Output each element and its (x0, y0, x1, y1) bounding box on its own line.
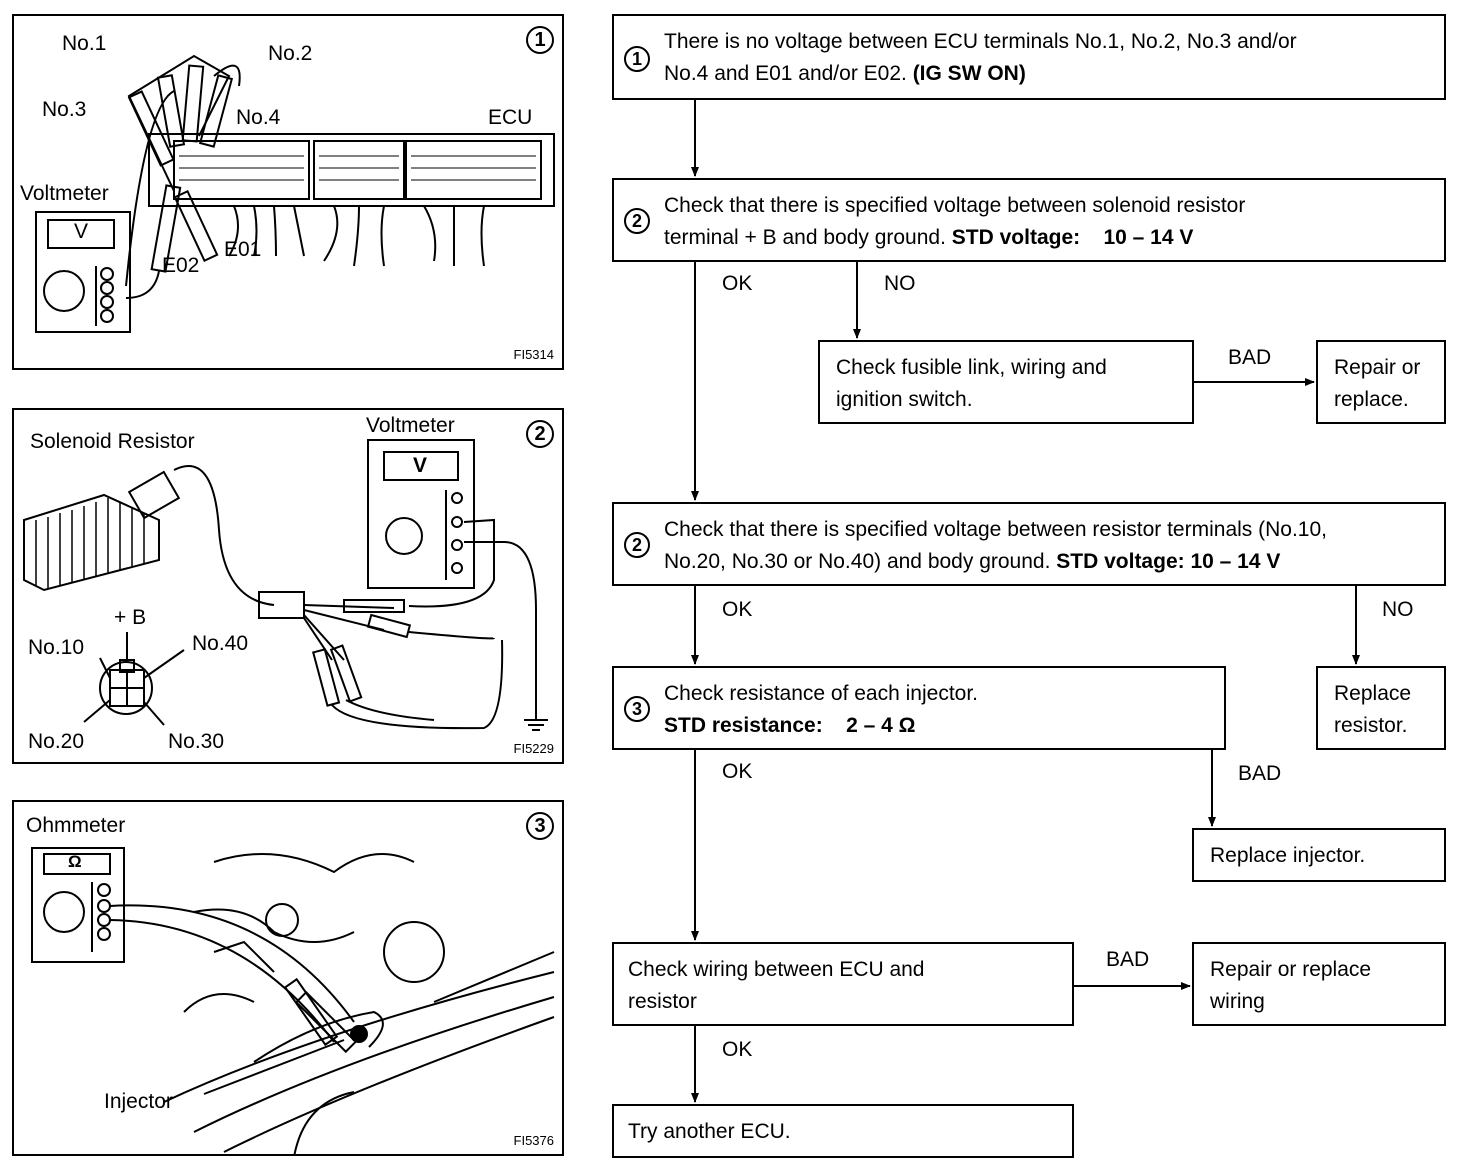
step-2a-text2: terminal + B and body ground. (664, 226, 946, 249)
check-wiring-line1: Check wiring between ECU and (628, 958, 925, 981)
flow-check-wiring: Check wiring between ECU and resistor (612, 942, 1074, 1026)
step-2b-line1: Check that there is specified voltage be… (664, 518, 1327, 541)
label-no3: No.3 (42, 98, 87, 121)
panel-injector-resistance: 3 Ohmmeter Ω Injector FI5376 (12, 800, 564, 1156)
ecu-illustration (35, 54, 555, 333)
flow-replace-resistor: Replace resistor. (1316, 666, 1446, 750)
label-no30: No.30 (168, 730, 225, 753)
step-3-line1: Check resistance of each injector. (664, 682, 978, 705)
label-ok-4: OK (722, 1038, 753, 1061)
step-number-badge: 1 (624, 46, 650, 72)
fusible-line1: Check fusible link, wiring and (836, 356, 1107, 379)
label-no20: No.20 (28, 730, 85, 753)
try-ecu-line1: Try another ECU. (628, 1120, 791, 1143)
label-voltmeter: Voltmeter (366, 414, 455, 437)
label-no-1: NO (884, 272, 916, 295)
label-injector: Injector (104, 1090, 173, 1113)
replace-injector-line1: Replace injector. (1210, 844, 1366, 867)
label-no-2: NO (1382, 598, 1414, 621)
label-no40: No.40 (192, 632, 249, 655)
label-ecu: ECU (488, 106, 533, 129)
solenoid-illustration (23, 439, 548, 731)
label-solenoid-resistor: Solenoid Resistor (30, 430, 195, 453)
step-2b-std-voltage: STD voltage: 10 – 14 V (1056, 550, 1281, 573)
figure-code: FI5376 (513, 1133, 554, 1148)
label-e02: E02 (162, 254, 200, 277)
repair-line1: Repair or (1334, 356, 1421, 379)
label-e01: E01 (224, 238, 262, 261)
step-number-badge: 1 (526, 26, 554, 54)
label-no1: No.1 (62, 32, 107, 55)
label-voltmeter: Voltmeter (20, 182, 109, 205)
replace-resistor-line1: Replace (1334, 682, 1412, 705)
injector-illustration (31, 847, 555, 1154)
label-plus-b: + B (114, 606, 147, 629)
step-2a-line2: terminal + B and body ground. STD voltag… (664, 222, 1193, 254)
repair-line2: replace. (1334, 388, 1409, 411)
panel-solenoid-resistor: 2 Solenoid Resistor Voltmeter V + B No.1… (12, 408, 564, 764)
figure-code: FI5314 (513, 347, 554, 362)
label-bad-1: BAD (1228, 346, 1272, 369)
label-ok-1: OK (722, 272, 753, 295)
flow-step-1: 1 There is no voltage between ECU termin… (612, 14, 1446, 100)
flow-repair-replace-wiring: Repair or replace wiring (1192, 942, 1446, 1026)
label-omega-display: Ω (68, 852, 82, 871)
flow-repair-replace: Repair or replace. (1316, 340, 1446, 424)
step-2a-std-voltage: STD voltage: 10 – 14 V (951, 226, 1194, 249)
panel-ecu-voltage: 1 No.1 No.2 No.3 No.4 ECU Voltmeter V E0… (12, 14, 564, 370)
step-number-badge: 3 (624, 696, 650, 722)
label-v-display: V (413, 454, 428, 477)
step-1-line2: No.4 and E01 and/or E02. (IG SW ON) (664, 58, 1026, 90)
step-number-badge: 2 (526, 420, 554, 448)
repair-wiring-line2: wiring (1210, 990, 1265, 1013)
figure-code: FI5229 (513, 741, 554, 756)
label-bad-2: BAD (1238, 762, 1282, 785)
step-number-badge: 2 (624, 208, 650, 234)
fusible-line2: ignition switch. (836, 388, 973, 411)
step-number-badge: 3 (526, 812, 554, 840)
step-1-text2: No.4 and E01 and/or E02. (664, 62, 907, 85)
label-no4: No.4 (236, 106, 281, 129)
flow-step-2-resistor-terminals: 2 Check that there is specified voltage … (612, 502, 1446, 586)
label-ok-3: OK (722, 760, 753, 783)
flow-check-fusible-link: Check fusible link, wiring and ignition … (818, 340, 1194, 424)
step-2b-line2: No.20, No.30 or No.40) and body ground. … (664, 546, 1280, 578)
label-no10: No.10 (28, 636, 85, 659)
label-bad-3: BAD (1106, 948, 1150, 971)
label-ok-2: OK (722, 598, 753, 621)
flow-replace-injector: Replace injector. (1192, 828, 1446, 882)
label-v-display: V (74, 220, 89, 243)
flow-try-another-ecu: Try another ECU. (612, 1104, 1074, 1158)
label-no2: No.2 (268, 42, 313, 65)
flow-step-2-solenoid: 2 Check that there is specified voltage … (612, 178, 1446, 262)
step-2a-line1: Check that there is specified voltage be… (664, 194, 1246, 217)
check-wiring-line2: resistor (628, 990, 697, 1013)
step-1-line1: There is no voltage between ECU terminal… (664, 30, 1297, 53)
step-1-condition: (IG SW ON) (912, 62, 1026, 85)
label-ohmmeter: Ohmmeter (26, 814, 126, 837)
step-3-std-resistance: STD resistance: 2 – 4 Ω (664, 714, 916, 737)
step-number-badge: 2 (624, 532, 650, 558)
repair-wiring-line1: Repair or replace (1210, 958, 1372, 981)
replace-resistor-line2: resistor. (1334, 714, 1408, 737)
flow-step-3-injector-resistance: 3 Check resistance of each injector. STD… (612, 666, 1226, 750)
step-2b-text2: No.20, No.30 or No.40) and body ground. (664, 550, 1051, 573)
